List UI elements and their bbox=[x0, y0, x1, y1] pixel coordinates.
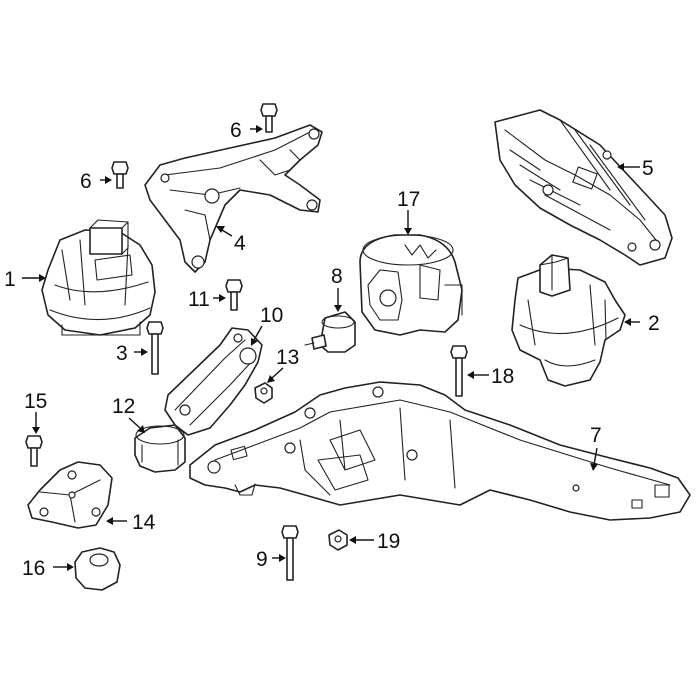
part-9-bolt bbox=[281, 525, 299, 581]
callout-16: 16 bbox=[22, 557, 45, 580]
part-3-bolt bbox=[146, 321, 164, 375]
part-14-bracket bbox=[27, 461, 113, 529]
callout-17: 17 bbox=[397, 188, 420, 211]
callout-18: 18 bbox=[491, 365, 514, 388]
callout-9: 9 bbox=[256, 548, 268, 571]
callout-10: 10 bbox=[260, 304, 283, 327]
callout-8: 8 bbox=[331, 265, 343, 288]
part-6-bolt-upper bbox=[260, 103, 278, 133]
callout-4: 4 bbox=[234, 232, 246, 255]
part-1-engine-mount bbox=[41, 219, 156, 336]
part-2-engine-mount bbox=[511, 254, 626, 387]
callout-6-left: 6 bbox=[80, 170, 92, 193]
part-15-bolt bbox=[25, 435, 43, 467]
callout-7: 7 bbox=[590, 424, 602, 447]
part-10-bracket bbox=[164, 327, 263, 436]
part-8-bushing bbox=[304, 311, 356, 353]
part-16-bushing bbox=[74, 547, 121, 591]
part-5-plate bbox=[494, 109, 673, 266]
part-19-nut bbox=[328, 529, 348, 551]
part-4-bracket bbox=[144, 124, 323, 273]
part-11-bolt bbox=[225, 279, 243, 311]
callout-3: 3 bbox=[116, 342, 128, 365]
part-18-bolt bbox=[450, 345, 468, 397]
part-13-nut bbox=[254, 382, 273, 404]
part-7-crossmember bbox=[189, 381, 691, 521]
part-6-bolt-left bbox=[111, 161, 129, 189]
callout-12: 12 bbox=[112, 395, 135, 418]
callout-2: 2 bbox=[648, 312, 660, 335]
callout-1: 1 bbox=[4, 268, 16, 291]
part-17-round-mount bbox=[359, 234, 463, 336]
callout-labels: 1 2 3 4 5 6 6 7 8 9 10 11 12 13 14 15 16… bbox=[4, 119, 660, 580]
callout-5: 5 bbox=[642, 157, 654, 180]
leader-lines bbox=[22, 125, 640, 571]
part-12-bushing bbox=[134, 424, 186, 473]
callout-14: 14 bbox=[132, 511, 156, 534]
callout-19: 19 bbox=[377, 530, 400, 553]
callout-15: 15 bbox=[24, 390, 47, 413]
callout-13: 13 bbox=[276, 346, 299, 369]
callout-6-upper: 6 bbox=[230, 119, 242, 142]
callout-11: 11 bbox=[188, 288, 210, 311]
